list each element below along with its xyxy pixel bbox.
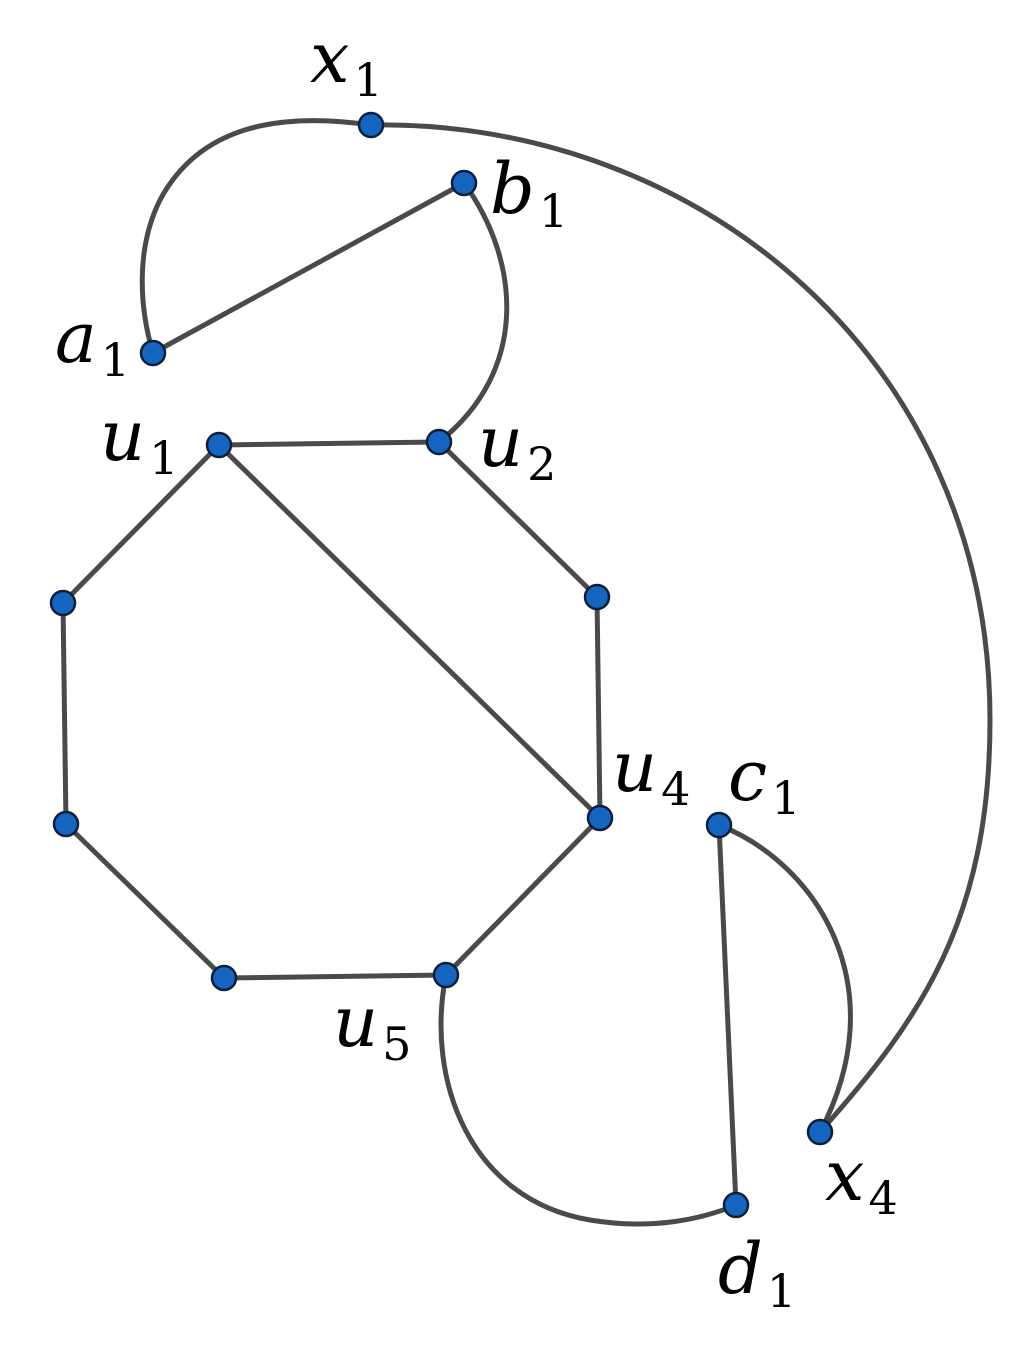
vertex-label-a1: a1	[55, 297, 130, 387]
vertex-label-subscript: 1	[353, 53, 382, 107]
vertex-label-main: x	[310, 17, 349, 99]
vertex-b1	[450, 169, 478, 197]
vertex-label-subscript: 4	[868, 1171, 897, 1225]
vertex-l1	[49, 589, 77, 617]
vertex-r1	[583, 583, 611, 611]
vertex-label-b1: b1	[490, 148, 568, 238]
vertex-label-subscript: 2	[527, 437, 556, 491]
vertex-label-subscript: 5	[382, 1017, 411, 1071]
vertex-d1	[722, 1191, 750, 1219]
vertex-label-main: a	[55, 297, 97, 379]
vertex-label-subscript: 1	[539, 184, 568, 238]
edge-a1-b1	[150, 180, 467, 356]
vertex-label-subscript: 1	[771, 771, 800, 825]
edge-c1-d1	[716, 822, 739, 1208]
vertex-bl	[210, 964, 238, 992]
vertex-label-subscript: 1	[101, 333, 130, 387]
vertex-label-u1: u1	[100, 395, 178, 485]
vertex-u1	[205, 431, 233, 459]
edge-bl-u5	[221, 972, 449, 981]
edge-u5-u4	[443, 815, 603, 978]
vertex-label-main: u	[333, 981, 378, 1063]
edge-l1-l2	[60, 600, 69, 827]
vertex-label-subscript: 1	[767, 1264, 796, 1318]
vertex-label-subscript: 1	[149, 431, 178, 485]
vertex-label-u2: u2	[478, 401, 556, 491]
vertices-layer	[49, 111, 834, 1219]
vertex-x4	[806, 1118, 834, 1146]
vertex-c1	[705, 811, 733, 839]
edge-c1-x4	[716, 822, 853, 1135]
vertex-label-d1: d1	[718, 1228, 796, 1318]
vertex-u5	[432, 961, 460, 989]
edge-x1-a1	[139, 118, 374, 356]
vertex-u2	[425, 428, 453, 456]
edge-l2-bl	[63, 821, 227, 981]
vertex-label-main: d	[718, 1228, 763, 1310]
vertex-label-c1: c1	[728, 735, 801, 825]
vertex-label-u5: u5	[333, 981, 411, 1071]
edge-u1-u4	[216, 442, 603, 821]
edge-u5-d1	[438, 972, 739, 1227]
edges-layer	[60, 118, 993, 1227]
edge-u1-u2	[216, 439, 442, 448]
vertex-label-main: u	[478, 401, 523, 483]
vertex-u4	[586, 804, 614, 832]
vertex-label-main: c	[728, 735, 767, 817]
vertex-label-main: u	[612, 726, 657, 808]
edge-u1-l1	[60, 442, 222, 606]
vertex-label-main: b	[490, 148, 535, 230]
vertex-label-main: u	[100, 395, 145, 477]
edge-b1-u2	[436, 180, 510, 445]
vertex-label-main: x	[825, 1135, 864, 1217]
edge-u2-r1	[436, 439, 600, 600]
vertex-a1	[139, 339, 167, 367]
vertex-label-x1: x1	[310, 17, 383, 107]
vertex-x1	[357, 111, 385, 139]
vertex-label-u4: u4	[612, 726, 690, 816]
vertex-l2	[52, 810, 80, 838]
vertex-label-x4: x4	[825, 1135, 898, 1225]
edge-x1-x4	[368, 122, 993, 1135]
vertex-label-subscript: 4	[661, 762, 690, 816]
edge-r1-u4	[594, 594, 603, 821]
